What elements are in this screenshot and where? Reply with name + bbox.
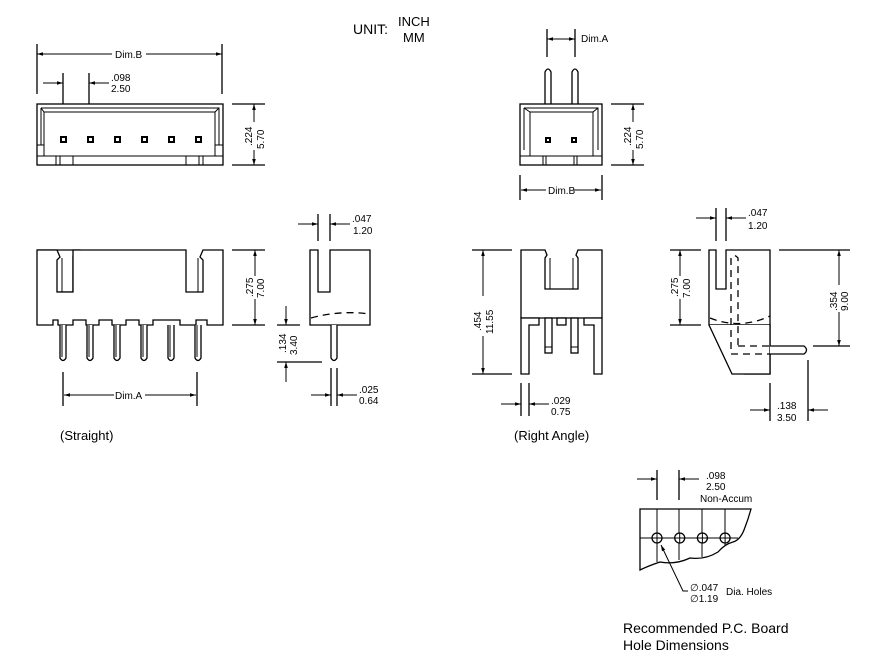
pin-square-center (197, 138, 200, 141)
dim-b-label: Dim.B (115, 50, 143, 61)
slot-inch: .047 (352, 214, 372, 225)
unit-mm: MM (403, 30, 425, 45)
slot-mm: 1.20 (748, 221, 768, 232)
unit-legend: UNIT: INCH MM (353, 14, 430, 45)
pin-height-mm: 9.00 (840, 291, 851, 311)
hole-array (651, 532, 731, 544)
slot-inch: .047 (748, 208, 768, 219)
height-inch: .275 (670, 277, 681, 297)
pin-square-center (89, 138, 92, 141)
pin-width-inch: .025 (359, 385, 379, 396)
view-label: (Right Angle) (514, 428, 589, 443)
pin (113, 325, 121, 362)
pin (194, 325, 202, 362)
straight-front-view: .275 7.00 Dim.A (Straight) (36, 249, 267, 443)
pcb-hole-pattern: .098 2.50 Non-Accum ∅.047 ∅1.19 Dia. Hol… (623, 470, 789, 653)
pin-square-center (170, 138, 173, 141)
right-angle-side-view: .047 1.20 .275 7.00 .354 9.00 .138 3.50 (670, 208, 851, 424)
pin-array (60, 136, 202, 143)
height-mm: 7.00 (256, 278, 267, 298)
pin-length-inch: .134 (278, 333, 289, 353)
pin-array (59, 325, 202, 362)
pitch-inch: .098 (706, 471, 726, 482)
pin (59, 325, 67, 362)
view-label: (Straight) (60, 428, 113, 443)
top-view-right-angle: Dim.A .224 5.70 Dim.B (519, 29, 646, 200)
slot-mm: 1.20 (353, 226, 373, 237)
dim-b-label: Dim.B (548, 186, 576, 197)
height-mm: 5.70 (256, 129, 267, 149)
pin-square-center (116, 138, 119, 141)
unit-inch: INCH (398, 14, 430, 29)
pin (167, 325, 175, 362)
pin-width-inch: .029 (551, 396, 571, 407)
pin-width-mm: 0.75 (551, 407, 571, 418)
pcb-title-line1: Recommended P.C. Board (623, 620, 789, 636)
pitch-mm: 2.50 (111, 84, 131, 95)
height-inch: .454 (473, 311, 484, 331)
pcb-title-line2: Hole Dimensions (623, 637, 729, 653)
pin-square-center (143, 138, 146, 141)
straight-side-view: .047 1.20 .134 3.40 .025 0.64 (277, 214, 379, 407)
top-view-straight: Dim.B .098 2.50 .224 5.70 (36, 44, 267, 166)
pin (140, 325, 148, 362)
offset-inch: .138 (777, 401, 797, 412)
pitch-mm: 2.50 (706, 482, 726, 493)
height-mm: 7.00 (682, 278, 693, 298)
pin-square-center (62, 138, 65, 141)
hole-label: Dia. Holes (726, 587, 772, 598)
pitch-inch: .098 (111, 73, 131, 84)
offset-mm: 3.50 (777, 413, 797, 424)
height-mm: 11.55 (485, 309, 496, 334)
hole-diameter-inch: ∅.047 (690, 583, 719, 594)
height-inch: .224 (623, 126, 634, 146)
right-angle-front-view: .454 11.55 .029 0.75 (Right Angle) (472, 249, 603, 443)
unit-label: UNIT: (353, 21, 388, 37)
pin-height-inch: .354 (829, 291, 840, 311)
dim-a-label: Dim.A (115, 391, 143, 402)
height-inch: .275 (245, 277, 256, 297)
non-accum-note: Non-Accum (700, 494, 752, 505)
hole-diameter-mm: ∅1.19 (690, 594, 719, 605)
dim-a-label: Dim.A (581, 34, 609, 45)
pin-width-mm: 0.64 (359, 396, 379, 407)
pin-length-mm: 3.40 (289, 335, 300, 355)
height-inch: .224 (244, 126, 255, 146)
pin (86, 325, 94, 362)
height-mm: 5.70 (635, 129, 646, 149)
